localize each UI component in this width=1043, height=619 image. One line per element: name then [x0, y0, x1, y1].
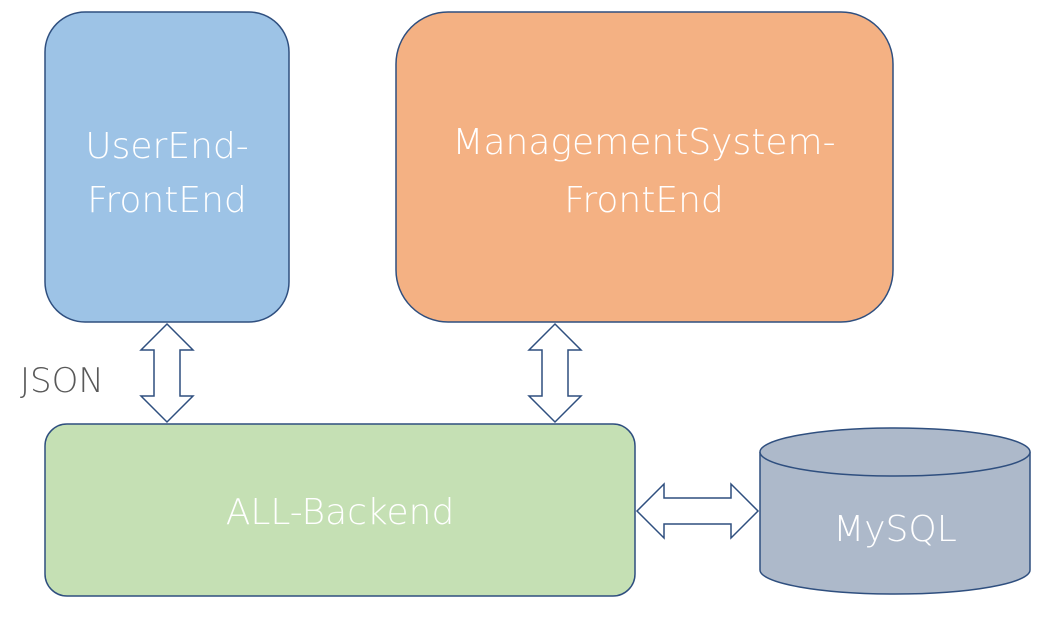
backend-database-arrow — [635, 482, 760, 540]
json-edge-label: JSON — [20, 361, 104, 401]
mysql-label: MySQL — [833, 509, 957, 550]
management-frontend-box — [395, 11, 894, 323]
mysql-database-node: MySQL — [759, 427, 1031, 595]
userend-frontend-label-line2: FrontEnd — [87, 180, 246, 221]
userend-frontend-box — [44, 11, 290, 323]
backend-database-double-arrow — [635, 482, 760, 540]
management-frontend-label-line1: ManagementSystem- — [452, 122, 835, 163]
all-backend-node: ALL-Backend — [44, 423, 636, 597]
management-frontend-node: ManagementSystem- FrontEnd — [395, 11, 894, 323]
userend-frontend-node: UserEnd- FrontEnd — [44, 11, 290, 323]
management-backend-double-arrow — [527, 322, 583, 424]
userend-backend-arrow — [139, 322, 195, 424]
management-frontend-label-line2: FrontEnd — [564, 180, 723, 221]
mysql-cylinder-top — [759, 427, 1031, 477]
all-backend-box — [44, 423, 636, 597]
userend-backend-double-arrow — [139, 322, 195, 424]
all-backend-label: ALL-Backend — [226, 492, 455, 533]
mysql-cylinder-body — [759, 452, 1031, 595]
userend-frontend-label-line1: UserEnd- — [85, 126, 248, 167]
management-backend-arrow — [527, 322, 583, 424]
